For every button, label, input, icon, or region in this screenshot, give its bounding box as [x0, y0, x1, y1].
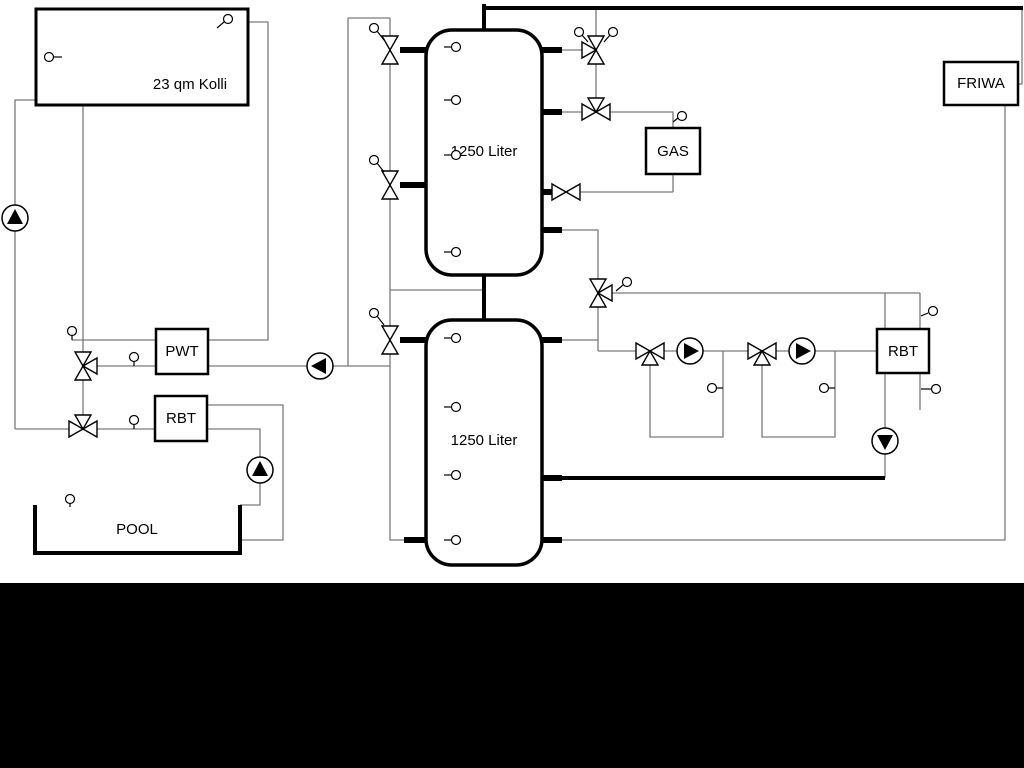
sensor-icon: [603, 26, 619, 43]
pump-icon: [788, 337, 816, 365]
sensor-icon: [818, 382, 835, 394]
bottom-black-bar: [0, 583, 1024, 768]
valves: [68, 35, 777, 439]
sensor-icon: [64, 493, 76, 507]
buffer-tank-top: 1250 Liter: [424, 28, 544, 277]
pool-label: POOL: [116, 521, 158, 538]
sensor-icon: [921, 383, 942, 395]
gas-boiler: GAS: [644, 126, 702, 176]
pump-icon: [871, 427, 899, 455]
sensor-icon: [444, 41, 462, 53]
sensor-icon: [444, 332, 462, 344]
three-way-valve-icon: [747, 341, 777, 366]
sensor-icon: [66, 325, 78, 340]
valve-icon: [380, 35, 400, 65]
sensor-icon: [43, 51, 62, 63]
sensor-icon: [672, 110, 688, 123]
sensor-icon: [128, 414, 140, 429]
pool-basin: POOL: [33, 505, 242, 555]
friwa-station: FRIWA: [942, 60, 1020, 107]
valve-icon: [380, 170, 400, 200]
sensor-icon: [444, 401, 462, 413]
valve-icon: [380, 325, 400, 355]
gas-boiler-label: GAS: [657, 143, 689, 160]
collector-label: 23 qm Kolli: [153, 76, 227, 93]
sensor-icon: [368, 307, 385, 326]
rbt-left-label: RBT: [166, 410, 196, 427]
sensor-icon: [706, 382, 723, 394]
pump-icon: [676, 337, 704, 365]
pwt-label: PWT: [165, 343, 198, 360]
pump-icon: [246, 456, 274, 484]
buffer-tank-top-label: 1250 Liter: [451, 143, 518, 160]
rbt-left-unit: RBT: [153, 394, 209, 443]
pipe-network: [14, 8, 1023, 541]
three-way-valve-icon: [73, 351, 98, 381]
three-way-valve-icon: [635, 341, 665, 366]
sensor-icon: [128, 351, 140, 366]
valve-icon: [551, 182, 581, 202]
three-way-valve-icon: [581, 35, 606, 65]
pumps: [1, 204, 899, 484]
solar-collector: 23 qm Kolli: [34, 7, 250, 107]
pump-icon: [306, 352, 334, 380]
pump-icon: [1, 204, 29, 232]
sensor-icon: [444, 534, 462, 546]
sensor-icon: [368, 22, 385, 41]
sensor-icon: [368, 154, 385, 173]
sensors: [43, 13, 942, 546]
buffer-tank-bottom-label: 1250 Liter: [451, 432, 518, 449]
pwt-heat-exchanger: PWT: [154, 327, 210, 376]
sensor-icon: [615, 276, 633, 292]
three-way-valve-icon: [588, 278, 613, 308]
sensor-icon: [444, 149, 462, 161]
sensor-icon: [444, 94, 462, 106]
rbt-right-unit: RBT: [875, 327, 931, 375]
sensor-icon: [920, 305, 939, 317]
sensor-icon: [444, 469, 462, 481]
sensor-icon: [216, 13, 234, 29]
friwa-label: FRIWA: [957, 75, 1005, 92]
rbt-right-label: RBT: [888, 343, 918, 360]
sensor-icon: [573, 26, 589, 43]
sensor-icon: [444, 246, 462, 258]
buffer-tank-bottom: 1250 Liter: [424, 318, 544, 567]
main-pipes: [482, 4, 1023, 480]
three-way-valve-icon: [581, 97, 611, 122]
three-way-valve-icon: [68, 414, 98, 439]
